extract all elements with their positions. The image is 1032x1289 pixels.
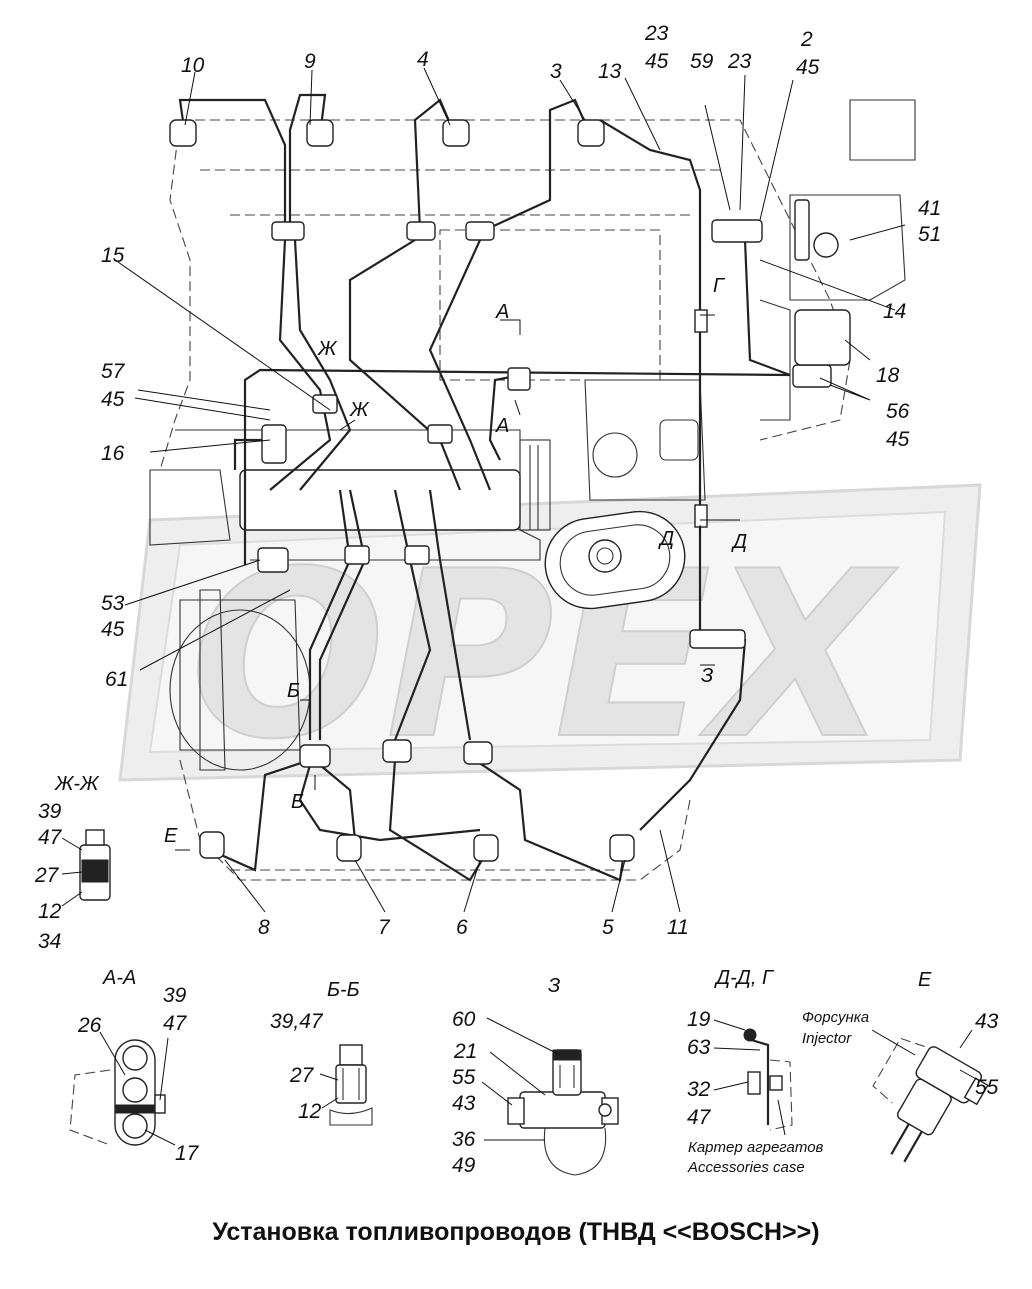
return-lines [233, 119, 851, 831]
mark-e: Е [164, 825, 178, 847]
mark-d-2: Д [731, 531, 747, 553]
callout-45-c: 45 [886, 428, 910, 451]
callout-61: 61 [105, 668, 128, 691]
callout-45-e: 45 [101, 618, 125, 641]
top-injector-pipes [169, 93, 605, 491]
callout-41: 41 [918, 197, 941, 220]
view-z: З 60 21 55 43 36 49 [452, 975, 619, 1177]
view-aa-39: 39 [163, 984, 187, 1007]
callout-45-d: 45 [101, 388, 125, 411]
callout-9: 9 [304, 50, 316, 73]
view-dd-caption-en: Accessories case [687, 1159, 805, 1176]
callout-14: 14 [883, 300, 906, 323]
view-zh-27: 27 [34, 864, 60, 887]
view-bb-39-47: 39,47 [270, 1010, 324, 1033]
view-z-60: 60 [452, 1008, 476, 1031]
callout-59: 59 [690, 50, 714, 73]
view-z-21: 21 [453, 1040, 477, 1063]
view-aa-26: 26 [77, 1014, 102, 1037]
callout-16: 16 [101, 442, 125, 465]
callout-7: 7 [378, 916, 391, 939]
view-z-36: 36 [452, 1128, 476, 1151]
view-a-a: А-А 26 39 47 17 [69, 967, 200, 1165]
callout-23-a: 23 [644, 22, 669, 45]
injection-pump [239, 439, 551, 531]
view-dd-caption-ru: Картер агрегатов [688, 1139, 824, 1156]
view-z-55: 55 [452, 1066, 476, 1089]
callout-2: 2 [800, 28, 813, 51]
callouts: 10 9 4 3 13 23 45 59 23 2 45 41 51 14 18… [101, 22, 941, 939]
mark-a-top: А [495, 301, 509, 323]
mark-d-1: Д [658, 528, 674, 550]
view-z-49: 49 [452, 1154, 476, 1177]
accessory-housing [544, 510, 686, 610]
view-zh-39: 39 [38, 800, 62, 823]
view-zh-34: 34 [38, 930, 61, 953]
view-b-b: Б-Б 39,47 27 12 [270, 979, 373, 1126]
view-zh-zh-title: Ж-Ж [54, 773, 100, 795]
view-bb-27: 27 [289, 1064, 315, 1087]
view-dd-title: Д-Д, Г [714, 967, 775, 989]
view-e-55: 55 [975, 1076, 999, 1099]
view-dd-63: 63 [687, 1036, 711, 1059]
callout-23-b: 23 [727, 50, 752, 73]
view-bb-12: 12 [298, 1100, 322, 1123]
bottom-injector-pipes [199, 489, 635, 882]
callout-8: 8 [258, 916, 270, 939]
callout-10: 10 [181, 54, 205, 77]
mark-zh-2: Ж [349, 399, 370, 421]
view-e-caption-en: Injector [802, 1030, 852, 1047]
view-zh-12: 12 [38, 900, 62, 923]
watermark: OPEX [118, 483, 982, 791]
view-zh-zh: Ж-Ж 39 47 27 12 34 [34, 773, 111, 953]
view-e: Е Форсунка Injector 43 55 [802, 969, 999, 1163]
view-aa-17: 17 [175, 1142, 200, 1165]
callout-4: 4 [417, 48, 429, 71]
callout-6: 6 [456, 916, 468, 939]
callout-3: 3 [550, 60, 562, 83]
view-bb-title: Б-Б [327, 979, 360, 1001]
drawing-title: Установка топливопроводов (ТНВД <<BOSCH>… [212, 1218, 820, 1246]
view-z-43: 43 [452, 1092, 476, 1115]
callout-56: 56 [886, 400, 910, 423]
callout-45-a: 45 [645, 50, 669, 73]
callout-57: 57 [101, 360, 126, 383]
callout-18: 18 [876, 364, 900, 387]
view-dd-19: 19 [687, 1008, 711, 1031]
view-e-caption-ru: Форсунка [802, 1009, 869, 1026]
view-z-title: З [548, 975, 560, 997]
mark-b-1: Б [287, 680, 300, 702]
view-e-43: 43 [975, 1010, 999, 1033]
view-zh-47: 47 [38, 826, 63, 849]
callout-11: 11 [667, 916, 689, 939]
callout-51: 51 [918, 223, 941, 246]
view-dd-32: 32 [687, 1078, 711, 1101]
leader-lines [117, 67, 906, 913]
mark-zh-1: Ж [317, 338, 338, 360]
callout-15: 15 [101, 244, 125, 267]
mark-b-2: Б [291, 791, 304, 813]
view-dd-47: 47 [687, 1106, 712, 1129]
callout-5: 5 [602, 916, 614, 939]
view-e-title: Е [918, 969, 932, 991]
mark-g: Г [713, 275, 726, 297]
view-aa-47: 47 [163, 1012, 188, 1035]
section-markers: А А Г Ж Ж Д Д З Б Б Е [164, 275, 747, 851]
view-aa-title: А-А [102, 967, 136, 989]
callout-13: 13 [598, 60, 622, 83]
mark-a-mid: А [495, 415, 509, 437]
view-d-d-g: Д-Д, Г 19 63 32 47 Картер агрегатов Acce… [687, 967, 824, 1176]
callout-45-b: 45 [796, 56, 820, 79]
callout-53: 53 [101, 592, 125, 615]
mark-z: З [701, 665, 713, 687]
